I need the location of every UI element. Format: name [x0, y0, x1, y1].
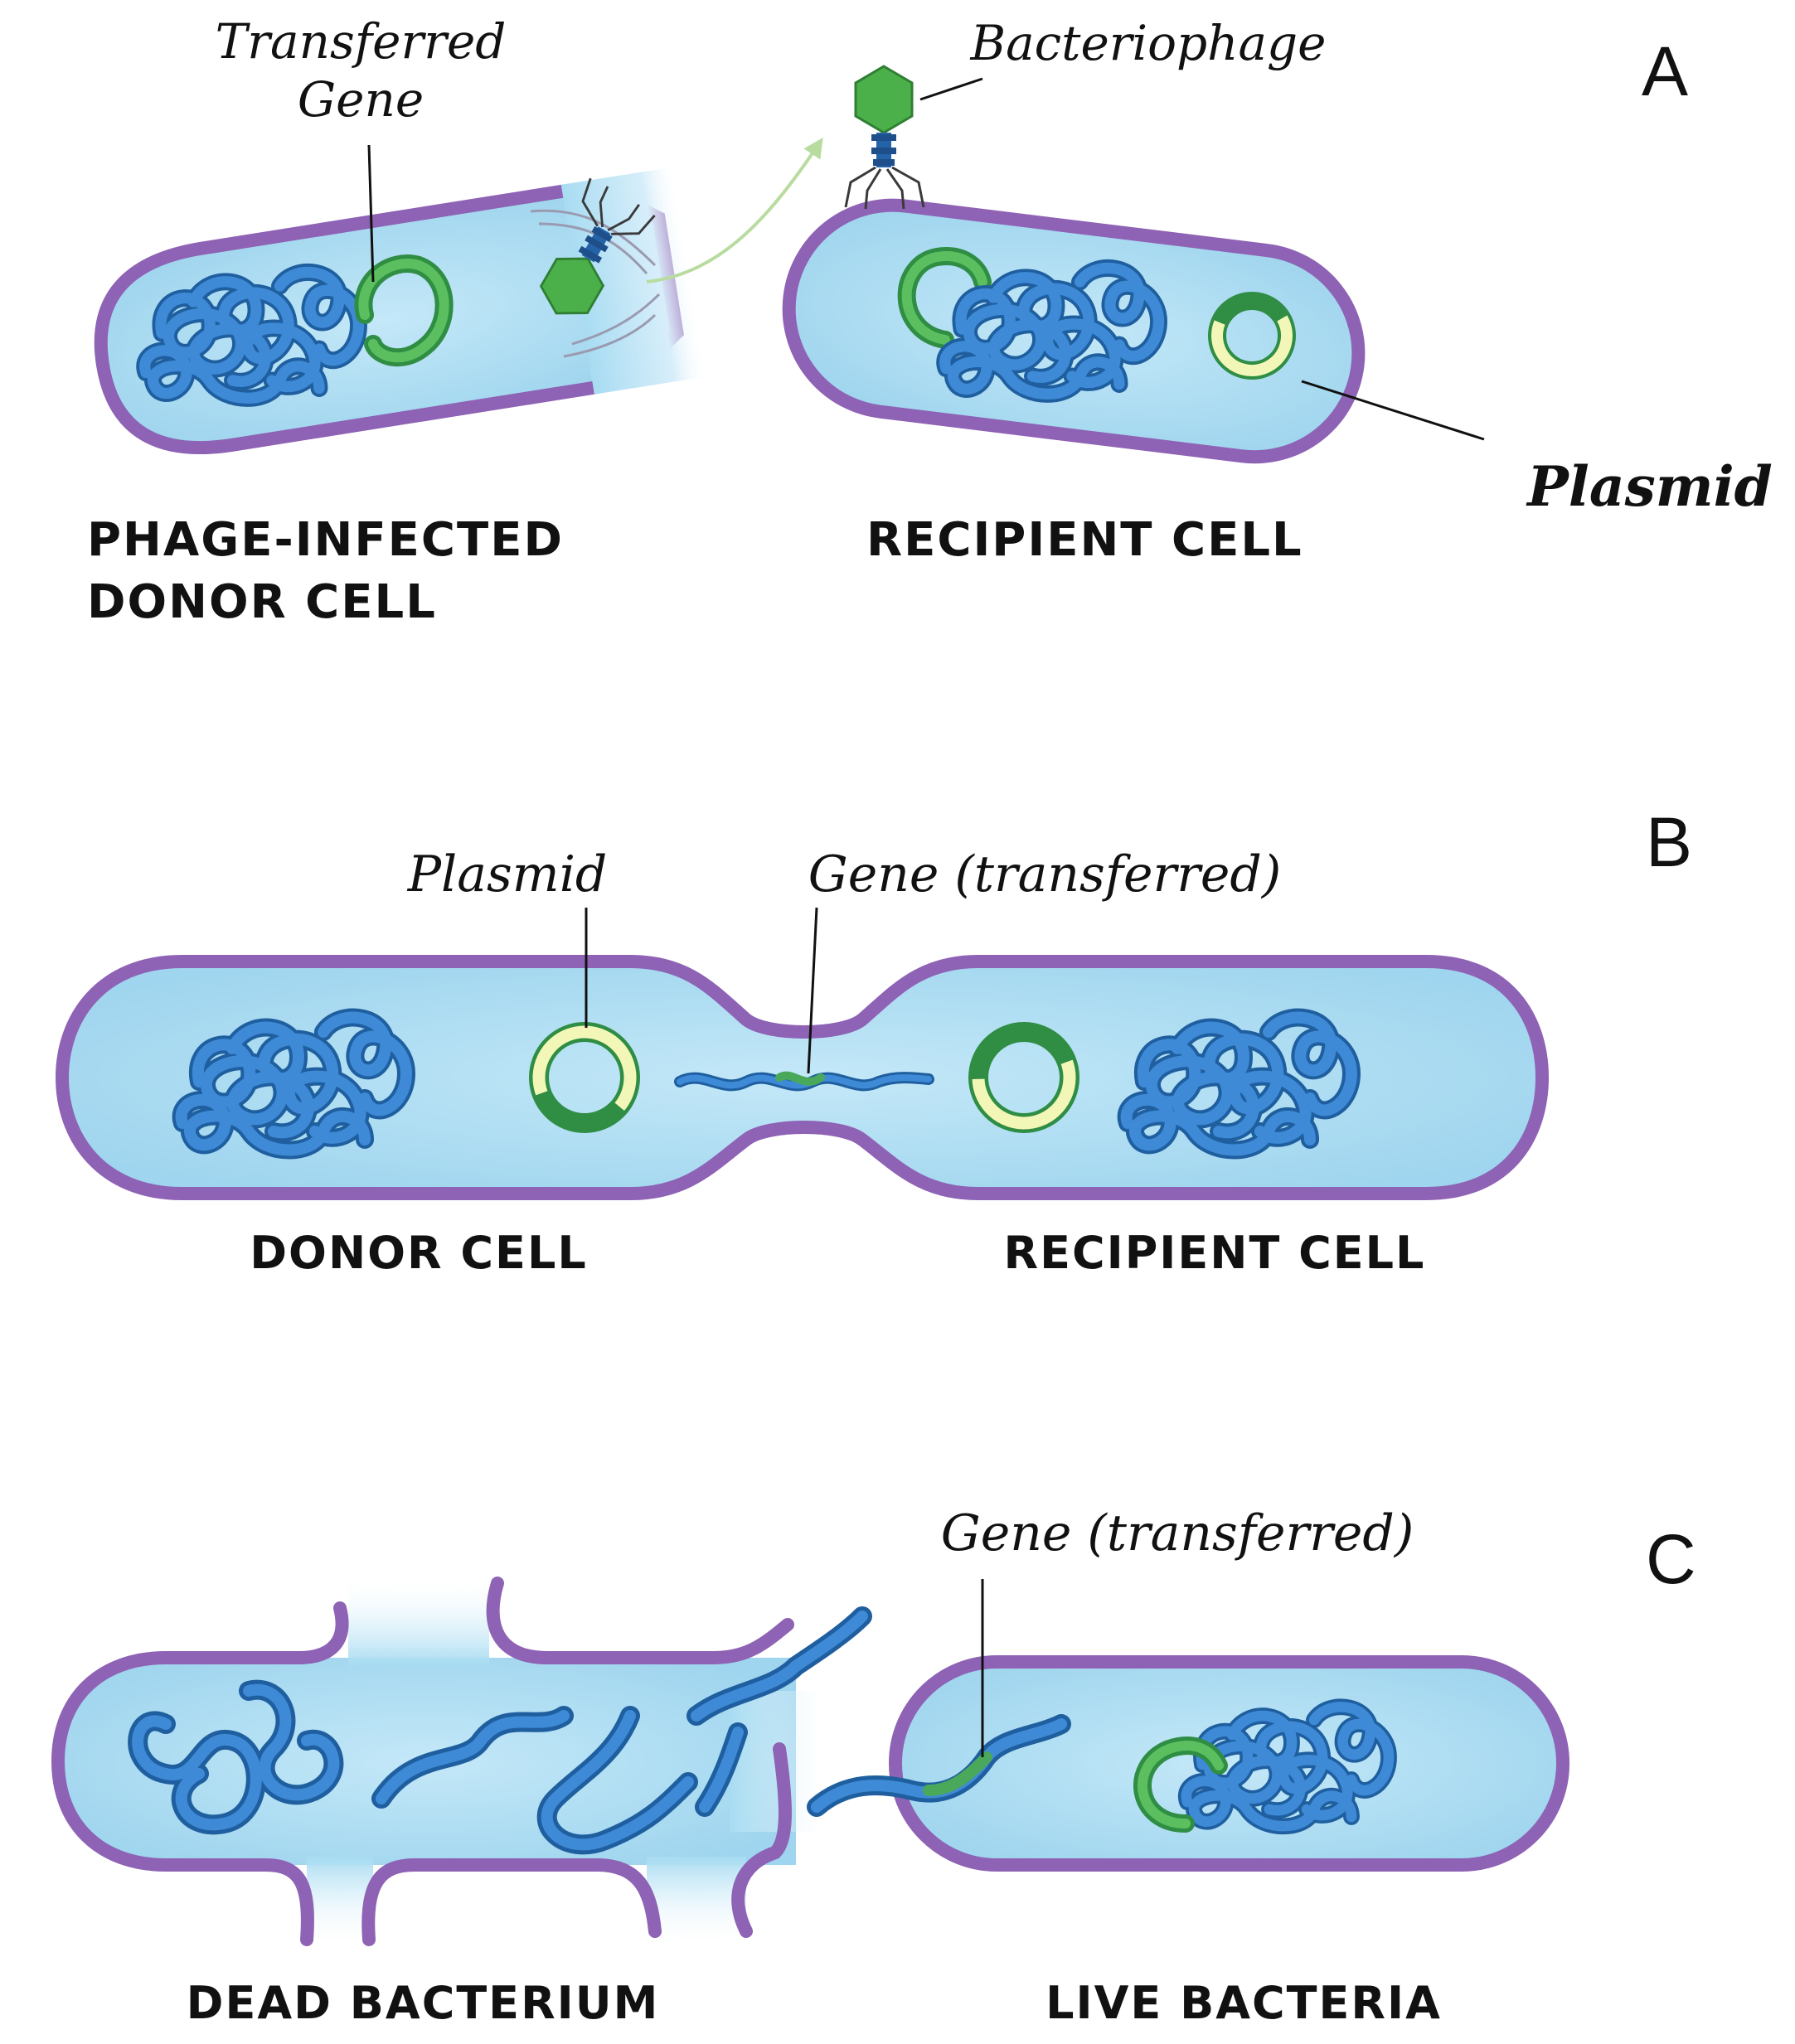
label-plasmid-b: Plasmid	[407, 845, 608, 903]
panel-letter-c: C	[1646, 1520, 1696, 1598]
label-gene-transferred-b: Gene (transferred)	[808, 845, 1281, 903]
leader-bacteriophage	[919, 77, 983, 101]
label-live-bacteria: LIVE BACTERIA	[1045, 1977, 1442, 2029]
panel-c: Gene (transferred) DEAD BACTERIUM LIVE B…	[51, 1504, 1696, 2029]
label-plasmid-a: Plasmid	[1526, 454, 1773, 519]
label-donor-cell-a: DONOR CELL	[87, 575, 437, 629]
panel-letter-b: B	[1646, 803, 1692, 881]
panel-letter-a: A	[1642, 32, 1688, 110]
recipient-plasmid-b	[968, 1022, 1079, 1133]
live-bacterium	[889, 1655, 1569, 1872]
panel-b: Plasmid Gene (transferred) DONOR CELL RE…	[55, 803, 1692, 1279]
leader-gene-b	[807, 907, 818, 1074]
leader-transferred-gene	[367, 144, 375, 283]
leader-plasmid-a	[1301, 380, 1485, 441]
dead-bacterium	[51, 1575, 872, 1948]
donor-plasmid-b	[529, 1022, 640, 1133]
panel-a: Transferred Gene Bacteriophage Plasmid P…	[87, 13, 1773, 629]
label-phage-infected: PHAGE-INFECTED	[87, 513, 564, 567]
label-recipient-cell-a: RECIPIENT CELL	[866, 513, 1303, 567]
label-transferred-gene-2: Gene	[298, 71, 424, 128]
plasmid-a	[1208, 292, 1296, 380]
transfer-arrow	[646, 138, 823, 283]
label-bacteriophage: Bacteriophage	[969, 15, 1326, 71]
label-recipient-cell-b: RECIPIENT CELL	[1004, 1227, 1426, 1279]
label-transferred-gene-1: Transferred	[216, 13, 507, 70]
label-dead-bacterium: DEAD BACTERIUM	[187, 1977, 660, 2029]
transferred-gene-c	[923, 1751, 992, 1796]
label-gene-transferred-c: Gene (transferred)	[941, 1504, 1414, 1562]
bacteriophage	[844, 65, 925, 211]
label-donor-cell-b: DONOR CELL	[250, 1227, 588, 1279]
